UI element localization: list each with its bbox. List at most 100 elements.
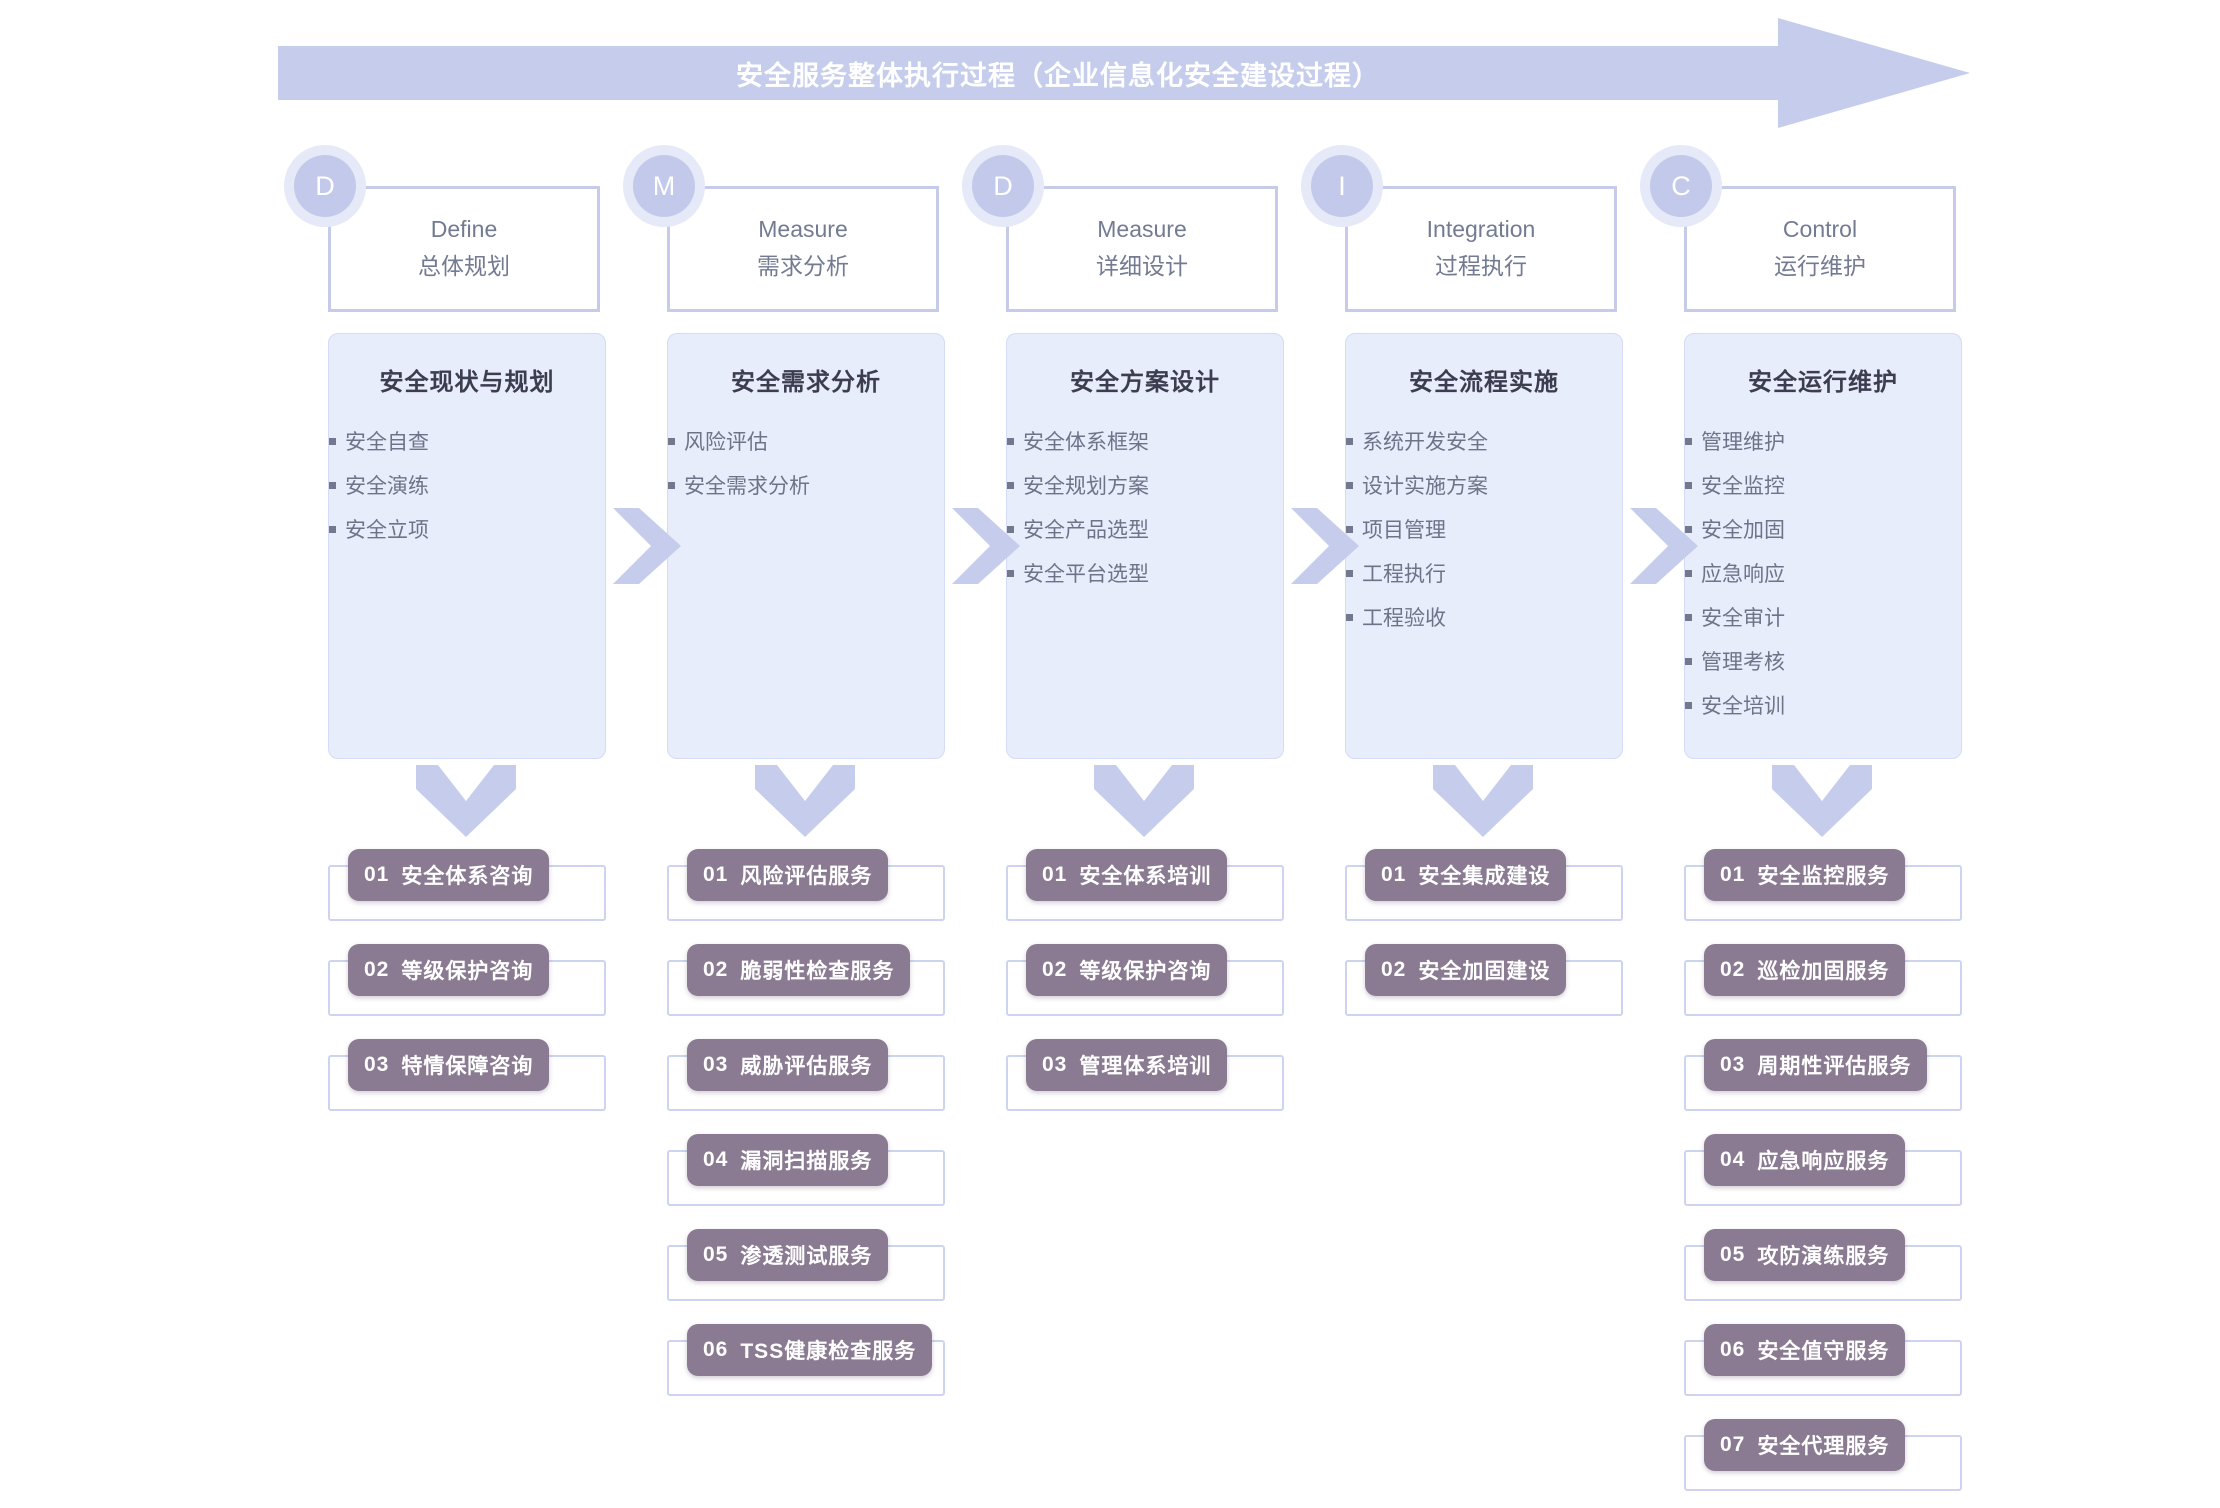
phase-letter: C (1650, 155, 1712, 217)
service-item[interactable]: 01 安全体系培训 (1006, 849, 1288, 923)
bullet-icon (329, 481, 336, 489)
panel-item-list: 安全自查安全演练安全立项 (329, 419, 605, 551)
chevron-right-icon-3 (1291, 508, 1359, 584)
service-label: 巡检加固服务 (1757, 960, 1890, 983)
panel-title: 安全流程实施 (1409, 369, 1559, 396)
service-label: 威胁评估服务 (740, 1055, 873, 1078)
bullet-icon (1346, 613, 1353, 621)
service-label: 脆弱性检查服务 (740, 960, 895, 983)
phase-letter-badge: D (962, 145, 1044, 227)
panel-item: 安全自查 (329, 419, 605, 463)
phase-name-cn: 总体规划 (418, 253, 510, 280)
chevron-down-icon (1772, 765, 1872, 837)
phase-content-panel: 安全流程实施系统开发安全设计实施方案项目管理工程执行工程验收 (1345, 333, 1623, 759)
phase-header-box[interactable]: Define 总体规划 (328, 186, 600, 312)
service-label: 安全体系培训 (1079, 865, 1212, 888)
service-label: 周期性评估服务 (1757, 1055, 1912, 1078)
panel-item-label: 安全演练 (345, 475, 429, 498)
phase-name-en: Integration (1426, 216, 1536, 243)
phase-name-en: Measure (758, 216, 848, 243)
panel-item-label: 管理维护 (1701, 431, 1785, 454)
service-number: 01 (364, 863, 390, 886)
bullet-icon (1346, 437, 1353, 445)
service-pill[interactable]: 01 安全体系咨询 (348, 849, 550, 901)
service-number: 01 (1042, 863, 1068, 886)
service-number: 07 (1720, 1433, 1746, 1456)
panel-item: 管理维护 (1685, 419, 1961, 463)
panel-item: 安全产品选型 (1007, 507, 1283, 551)
phase-content-panel: 安全需求分析风险评估安全需求分析 (667, 333, 945, 759)
panel-item: 安全平台选型 (1007, 551, 1283, 595)
panel-item-list: 系统开发安全设计实施方案项目管理工程执行工程验收 (1346, 419, 1622, 639)
service-number: 06 (1720, 1338, 1746, 1361)
service-label: 安全监控服务 (1757, 865, 1890, 888)
panel-item: 安全立项 (329, 507, 605, 551)
panel-item: 安全演练 (329, 463, 605, 507)
panel-title: 安全现状与规划 (379, 369, 555, 396)
service-number: 06 (703, 1338, 729, 1361)
bullet-icon (1007, 525, 1014, 533)
service-item[interactable]: 01 安全体系咨询 (328, 849, 610, 923)
panel-item-label: 安全审计 (1701, 607, 1785, 630)
panel-item-label: 风险评估 (684, 431, 768, 454)
bullet-icon (1007, 437, 1014, 445)
service-number: 03 (364, 1053, 390, 1076)
phase-letter-badge: C (1640, 145, 1722, 227)
service-label: 安全集成建设 (1418, 865, 1551, 888)
bullet-icon (1685, 701, 1692, 709)
panel-item-label: 应急响应 (1701, 563, 1785, 586)
service-label: 特情保障咨询 (401, 1055, 534, 1078)
service-item[interactable]: 03 特情保障咨询 (328, 1039, 610, 1113)
service-pill[interactable]: 03 特情保障咨询 (348, 1039, 550, 1091)
panel-item: 安全监控 (1685, 463, 1961, 507)
service-label: 管理体系培训 (1079, 1055, 1212, 1078)
bullet-icon (1685, 525, 1692, 533)
service-label: 安全体系咨询 (401, 865, 534, 888)
service-pill[interactable]: 01 安全体系培训 (1026, 849, 1228, 901)
bullet-icon (1007, 569, 1014, 577)
service-number: 05 (703, 1243, 729, 1266)
panel-item: 风险评估 (668, 419, 944, 463)
phase-name-en: Define (430, 216, 498, 243)
